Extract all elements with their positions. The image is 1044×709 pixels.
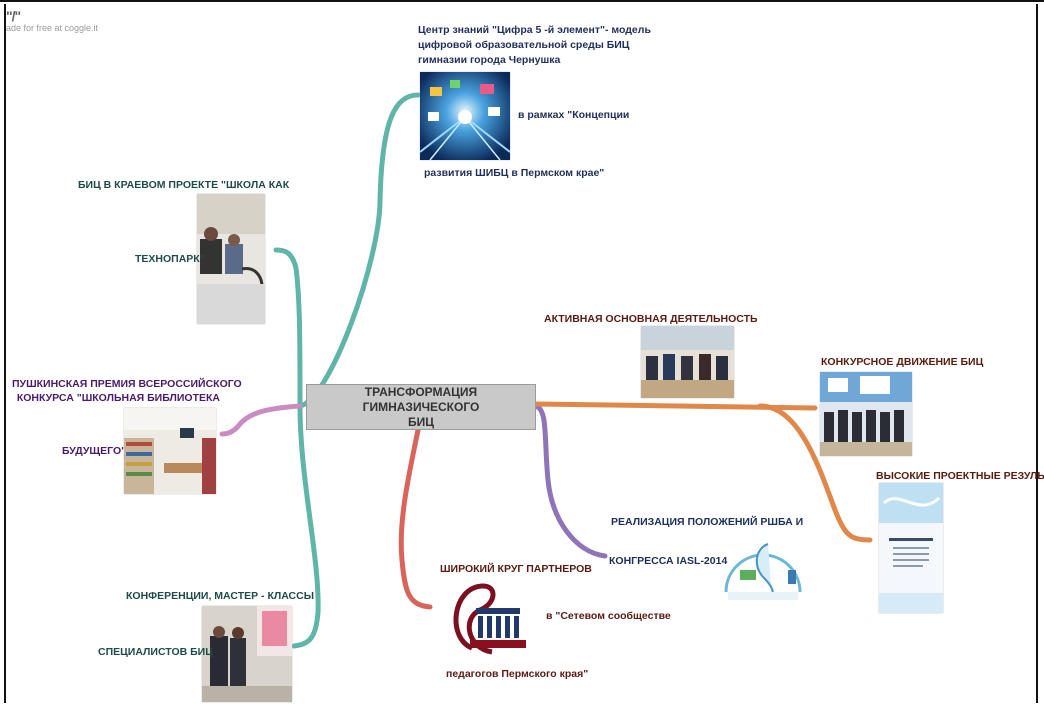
technopark-line1[interactable]: БИЦ В КРАЕВОМ ПРОЕКТЕ "ШКОЛА КАК [78,179,290,191]
link-top-center [297,92,421,409]
contest-label[interactable]: КОНКУРСНОЕ ДВИЖЕНИЕ БИЦ [821,356,984,368]
link-technopark [273,247,303,409]
technopark-line2: ТЕХНОПАРК" [135,253,205,265]
contest-photo [820,372,912,456]
frame [4,4,1038,703]
library-photo [124,408,216,494]
certificate-image [879,483,943,613]
link-pushkin [219,403,303,437]
top-center-line4: в рамках "Концепции [518,109,630,121]
partners-line3: педагогов Пермского края" [446,668,589,680]
active-photo [641,326,734,398]
top-center-line3: гимназии города Чернушка [418,54,561,66]
node-pushkin-heading[interactable]: ПУШКИНСКАЯ ПРЕМИЯ ВСЕРОССИЙСКОГО КОНКУРС… [12,377,242,405]
top-border [0,0,1044,2]
center-node[interactable]: ТРАНСФОРМАЦИЯ ГИМНАЗИЧЕСКОГО БИЦ [306,384,536,430]
pushkin-line1: ПУШКИНСКАЯ ПРЕМИЯ ВСЕРОССИЙСКОГО [12,378,242,390]
top-center-line1: Центр знаний "Цифра 5 -й элемент"- модел… [418,24,651,36]
conferences-line2: СПЕЦИАЛИСТОВ БИЦ [98,646,213,658]
watermark: "/" ade for free at coggle.it [6,8,99,34]
node-top-center-heading[interactable]: Центр знаний "Цифра 5 -й элемент"- модел… [418,23,651,68]
results-label[interactable]: ВЫСОКИЕ ПРОЕКТНЫЕ РЕЗУЛЬТАТЫ [876,470,1044,482]
technopark-photo [197,194,265,324]
pushkin-line2: КОНКУРСА "ШКОЛЬНАЯ БИБЛИОТЕКА [16,392,220,404]
partners-line2: в "Сетевом сообществе [546,610,671,622]
rshba-line2: КОНГРЕССА IASL-2014 [609,555,728,567]
partners-line1[interactable]: ШИРОКИЙ КРУГ ПАРТНЕРОВ [440,563,592,575]
top-center-line2: цифровой образовательной среды БИЦ [418,39,630,51]
link-results [757,403,873,543]
partners-logo [442,578,536,664]
link-conferences [291,403,321,649]
top-center-line5: развития ШИБЦ в Пермском крае" [424,167,605,179]
active-label[interactable]: АКТИВНАЯ ОСНОВНАЯ ДЕЯТЕЛЬНОСТЬ [544,313,758,325]
link-partners [398,427,433,610]
rshba-logo [716,530,810,602]
center-title: ТРАНСФОРМАЦИЯ ГИМНАЗИЧЕСКОГО БИЦ [362,384,480,429]
conferences-line1[interactable]: КОНФЕРЕНЦИИ, МАСТЕР - КЛАССЫ [126,590,314,602]
rshba-line1[interactable]: РЕАЛИЗАЦИЯ ПОЛОЖЕНИЙ РШБА И [611,516,804,528]
link-rshba [533,403,608,559]
digital-image [420,72,510,160]
watermark-text: ade for free at coggle.it [6,23,99,33]
conferences-photo [202,606,292,702]
pushkin-line3: БУДУЩЕГО" [62,445,127,457]
watermark-marks: "/" [6,8,21,24]
